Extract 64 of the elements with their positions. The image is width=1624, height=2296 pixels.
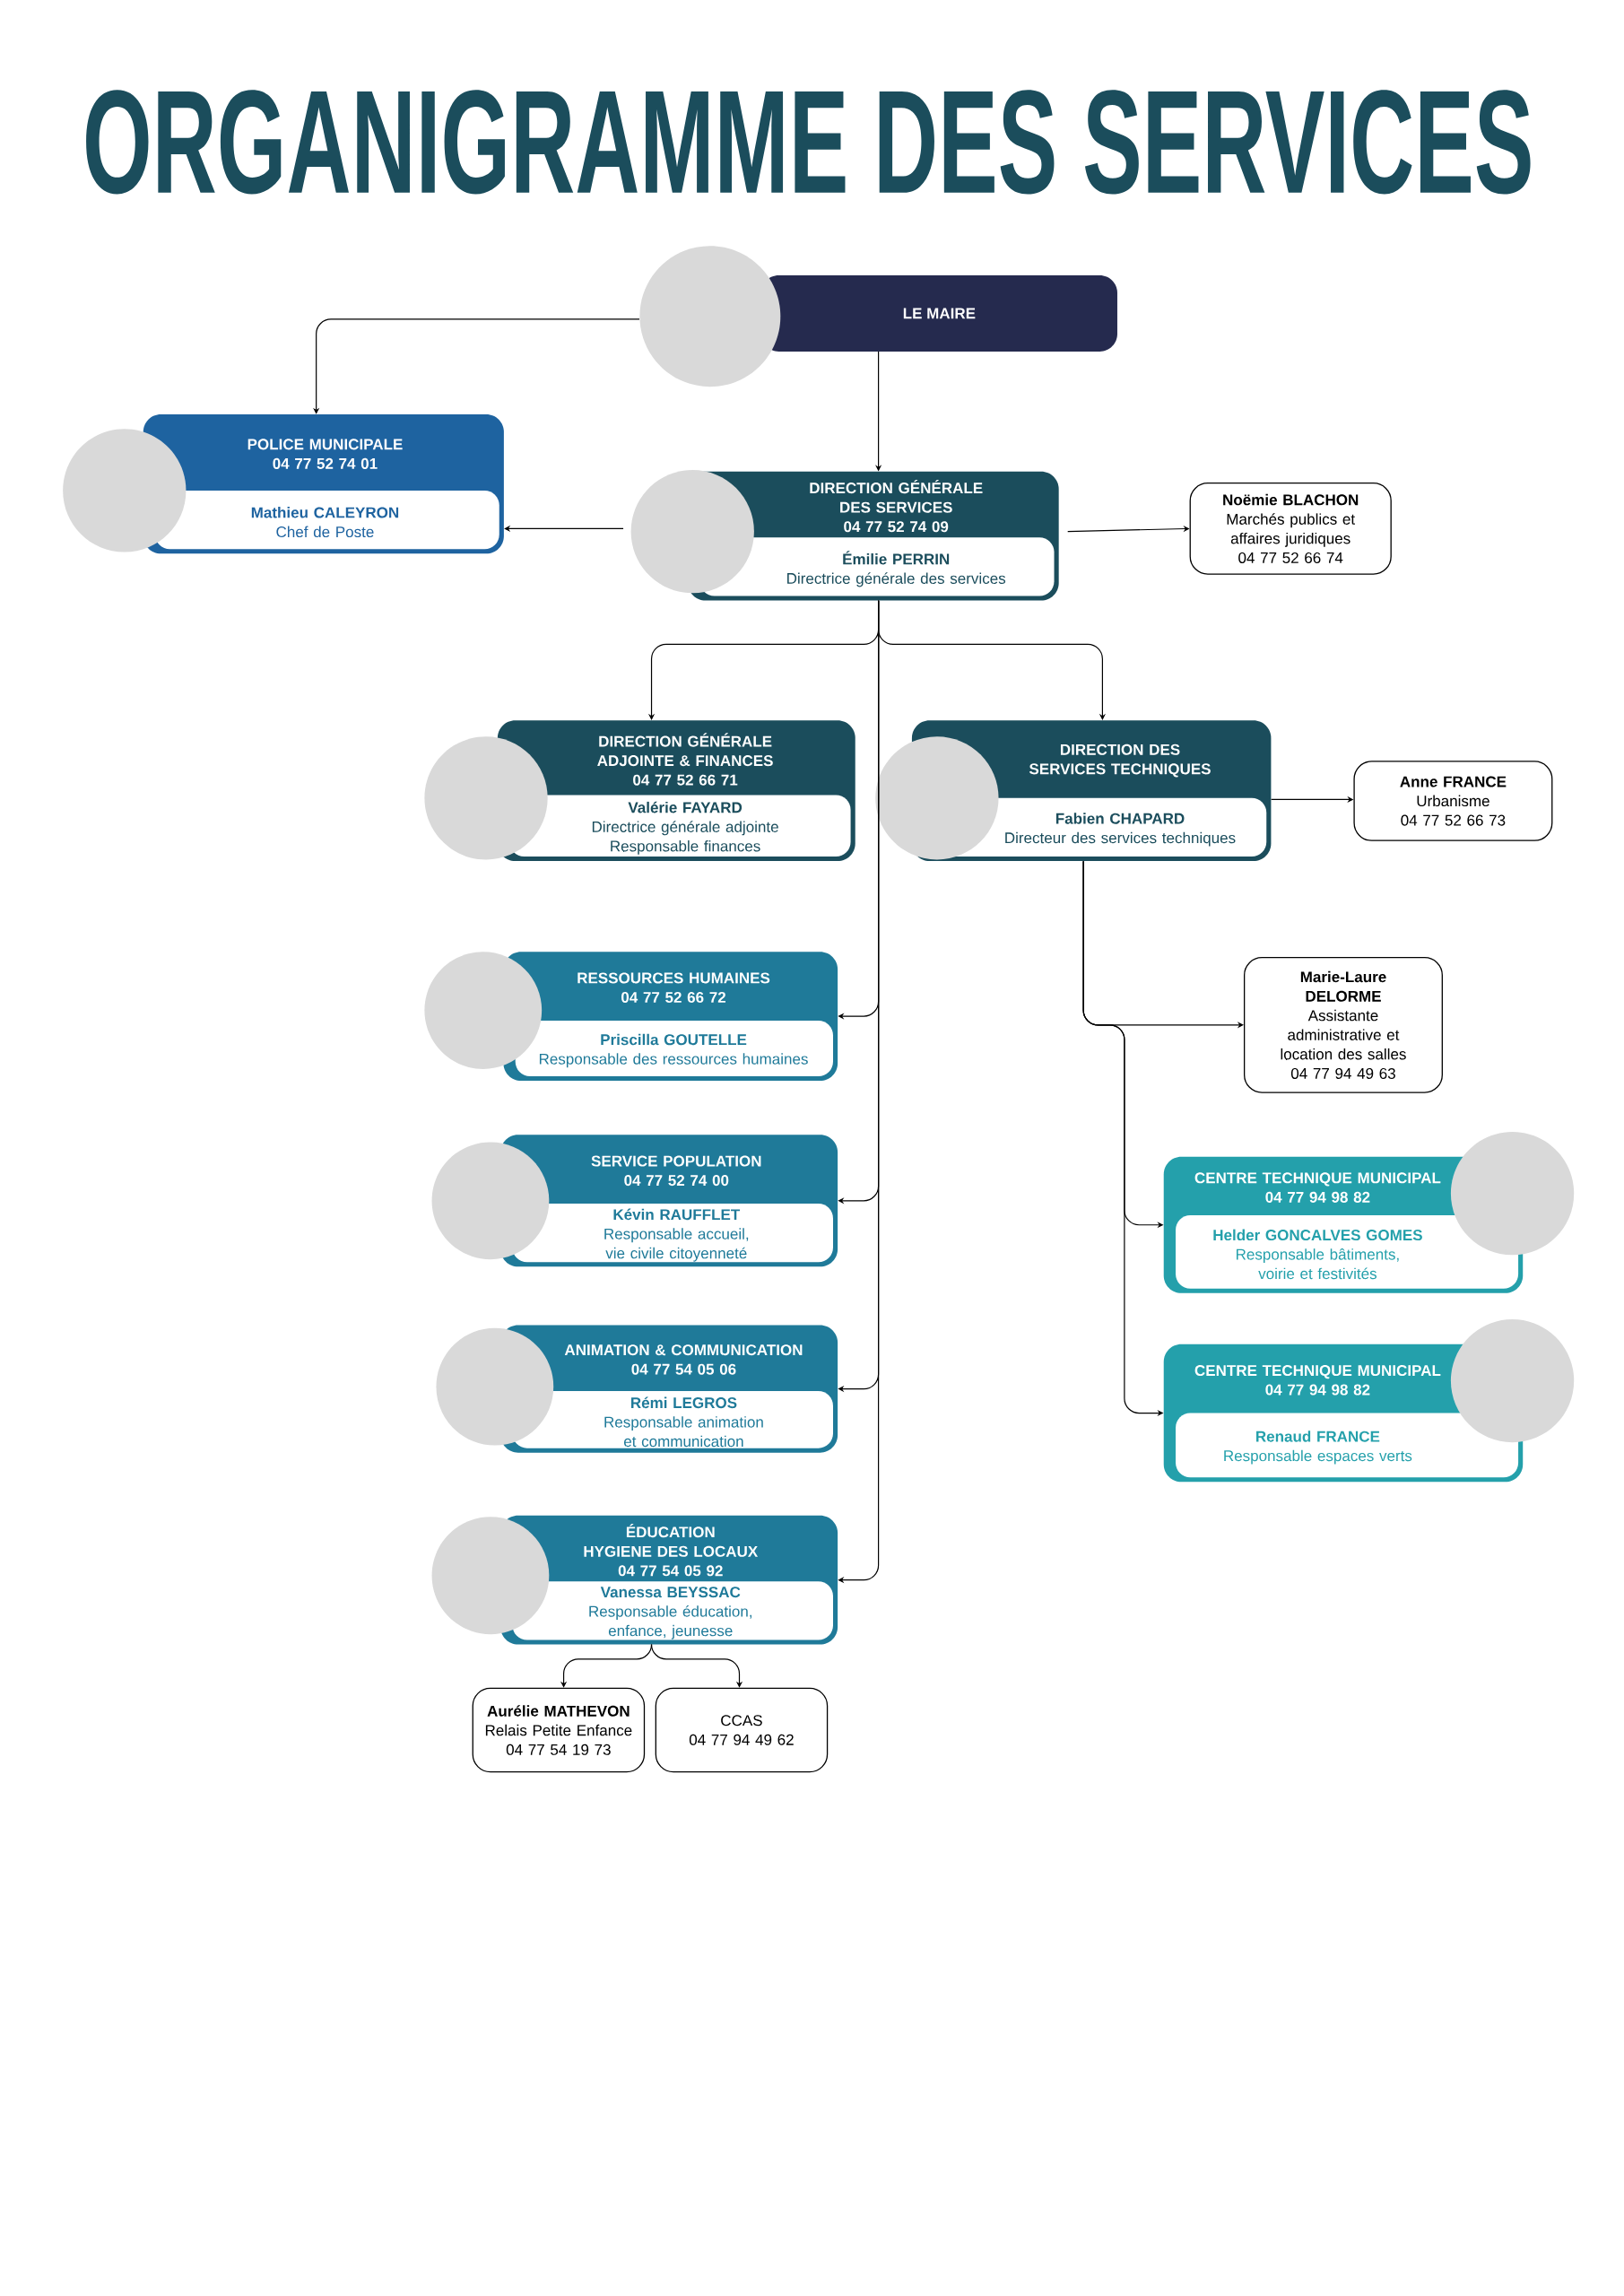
phone-number: 04 77 52 66 71 [633, 774, 738, 786]
person-name: Fabien CHAPARD [1056, 813, 1185, 824]
contact-box [1189, 483, 1392, 575]
job-title: Urbanisme [1417, 795, 1489, 807]
person-name: Aurélie MATHEVON [487, 1705, 630, 1717]
person-name: Valérie FAYARD [628, 801, 743, 813]
person-name: Renaud FRANCE [1256, 1431, 1380, 1442]
job-title: Responsable accueil, vie civile citoyenneté [604, 1228, 749, 1262]
job-title: Responsable des ressources humaines [540, 1053, 808, 1068]
phone-number: 04 77 52 66 72 [621, 992, 726, 1004]
arrow [651, 1643, 743, 1688]
person-name: Helder GONCALVES GOMES [1213, 1229, 1423, 1241]
phone-number: 04 77 94 49 62 [690, 1734, 794, 1745]
person-name: Anne FRANCE [1400, 776, 1507, 787]
person-name: Rémi LEGROS [631, 1396, 737, 1409]
job-title: CCAS [721, 1715, 762, 1726]
job-title: Directrice générale adjointe [593, 821, 779, 836]
card-heading: LE MAIRE [904, 308, 976, 319]
contact-box [1244, 957, 1444, 1093]
card-heading: RESSOURCES HUMAINES [578, 972, 770, 984]
job-title: Marchés publics et affaires juridiques [1227, 513, 1356, 547]
person-name: Marie-Laure DELORME [1301, 970, 1386, 1002]
phone-number: 04 77 94 98 82 [1265, 1191, 1370, 1203]
phone-number: 04 77 54 19 73 [507, 1744, 611, 1755]
contact-box [472, 1687, 646, 1773]
job-title: Relais Petite Enfance [486, 1724, 632, 1736]
job-title: Responsable éducation, enfance, jeunesse [589, 1605, 752, 1639]
job-title: Responsable finances [611, 839, 760, 855]
job-title: Assistante administrative et location des salles [1281, 1009, 1407, 1060]
person-name: Mathieu CALEYRON [252, 507, 399, 518]
phone-number: 04 77 94 49 63 [1291, 1067, 1396, 1079]
contact-box [1353, 761, 1553, 841]
card-heading: DIRECTION GÉNÉRALE ADJOINTE & FINANCES [597, 733, 773, 767]
job-title: Directeur des services techniques [1005, 831, 1236, 847]
title: ORGANIGRAMME DES SERVICES [86, 90, 1531, 195]
card-heading: CENTRE TECHNIQUE MUNICIPAL [1194, 1172, 1441, 1187]
phone-number: 04 77 52 66 74 [1238, 552, 1343, 563]
card-heading: HYGIENE DES LOCAUX [584, 1545, 759, 1557]
contact-box [655, 1687, 829, 1773]
card-heading: DIRECTION DES SERVICES TECHNIQUES [1029, 744, 1211, 778]
card-heading: SERVICE POPULATION [591, 1155, 761, 1167]
job-title: Responsable espaces verts [1224, 1449, 1412, 1465]
phone-number: 04 77 54 05 06 [631, 1363, 736, 1375]
card-heading: ÉDUCATION [627, 1524, 715, 1538]
phone-number: 04 77 52 74 09 [844, 521, 949, 533]
person-name: Noëmie BLACHON [1223, 493, 1359, 506]
card-heading: ANIMATION & COMMUNICATION [565, 1344, 803, 1356]
arrow [1067, 525, 1190, 533]
person-name: Priscilla GOUTELLE [601, 1033, 747, 1046]
job-title: Chef de Poste [276, 526, 374, 538]
phone-number: 04 77 52 74 01 [273, 457, 378, 469]
job-title: Responsable bâtiments, voirie et festivités [1237, 1248, 1399, 1280]
card-heading: POLICE MUNICIPALE [248, 439, 403, 450]
card-heading: DIRECTION GÉNÉRALE DES SERVICES [810, 479, 983, 513]
phone-number: 04 77 52 74 00 [624, 1175, 729, 1187]
card-heading: CENTRE TECHNIQUE MUNICIPAL [1194, 1365, 1441, 1379]
phone-number: 04 77 52 66 73 [1401, 814, 1506, 826]
person-name: Émilie PERRIN [843, 551, 950, 565]
person-name: Kévin RAUFFLET [613, 1208, 741, 1221]
person-name: Vanessa BEYSSAC [601, 1587, 741, 1598]
phone-number: 04 77 54 05 92 [618, 1565, 723, 1577]
phone-number: 04 77 94 98 82 [1265, 1384, 1370, 1396]
job-title: Responsable animation et communication [604, 1416, 763, 1448]
job-title: Directrice générale des services [787, 572, 1006, 587]
